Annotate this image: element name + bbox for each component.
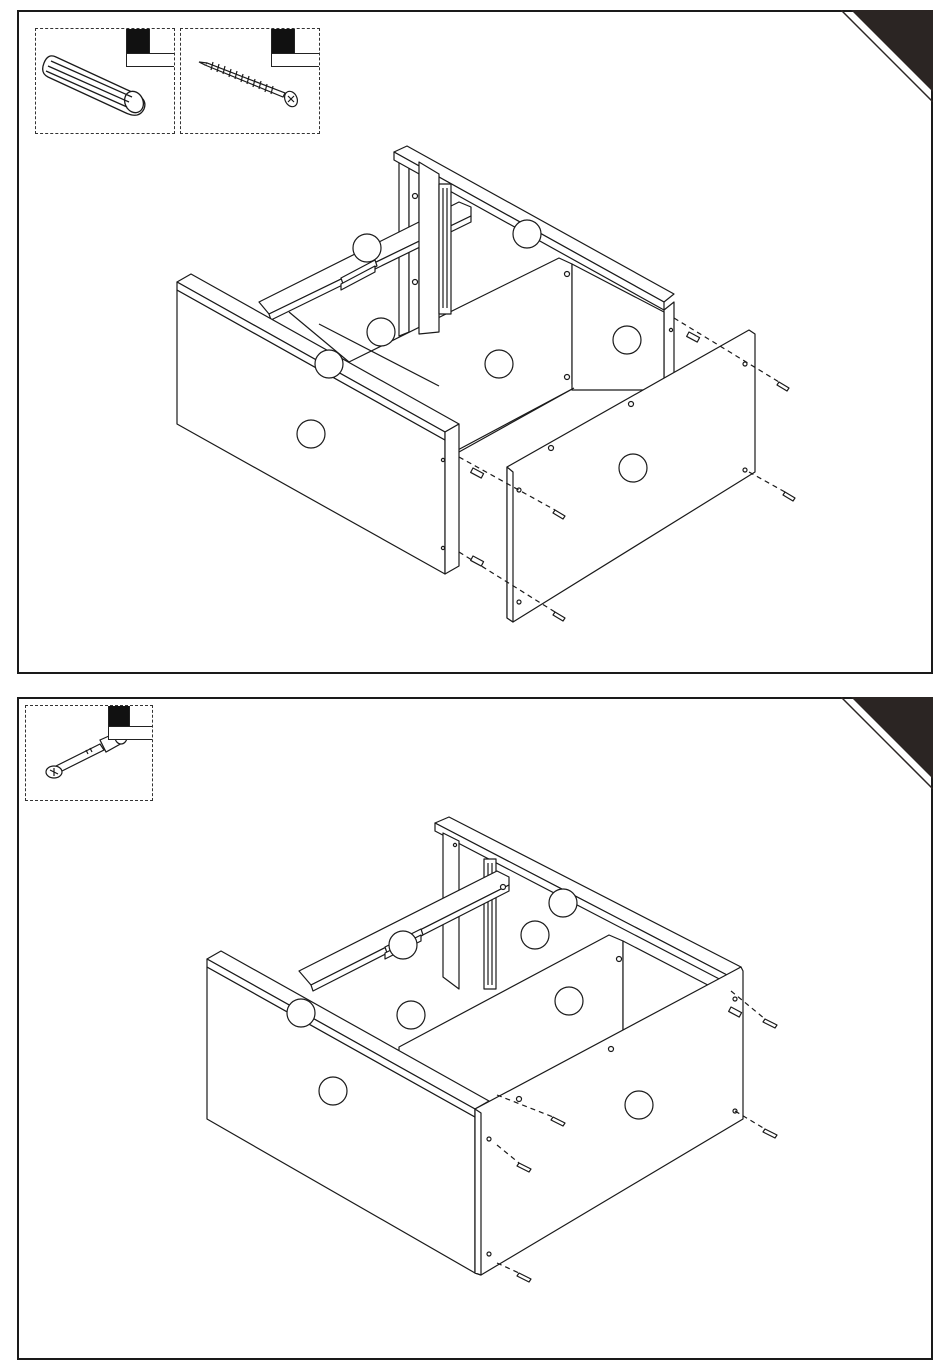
cabinet-drawing-step-2 — [19, 699, 935, 1362]
assembly-step-1 — [17, 10, 933, 674]
assembly-step-2 — [17, 697, 933, 1360]
cabinet-drawing-step-1 — [19, 12, 935, 676]
